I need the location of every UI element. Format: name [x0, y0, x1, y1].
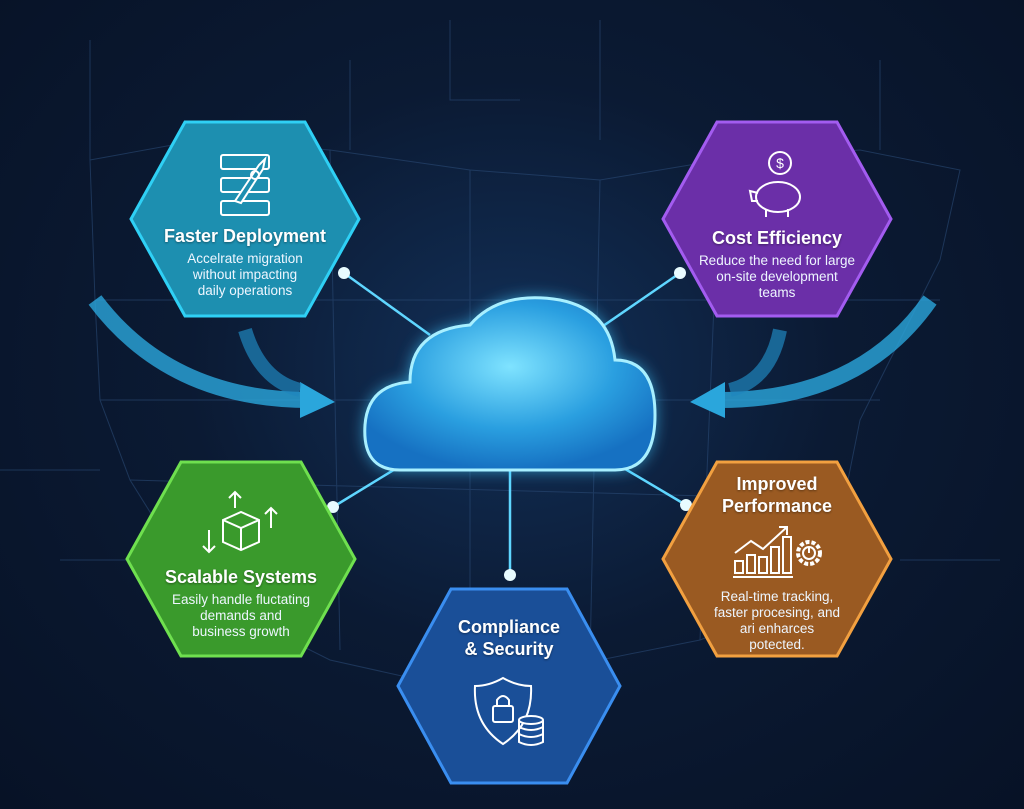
cloud-icon	[363, 296, 657, 472]
box-arrows-icon	[202, 490, 278, 554]
card-scalable-systems: Scalable Systems Easily handle fluctatin…	[125, 460, 357, 658]
card-description: Real-time tracking,faster procesing, and…	[713, 589, 841, 652]
hexagon-shape	[661, 460, 893, 658]
hexagon-shape	[661, 120, 893, 318]
card-title: Faster Deployment	[163, 226, 327, 246]
growth-chart-gear-icon	[733, 526, 822, 578]
hexagon-shape	[125, 460, 357, 658]
piggy-bank-icon: $	[748, 151, 801, 217]
svg-text:$: $	[776, 155, 784, 171]
card-title: Scalable Systems	[164, 567, 318, 587]
connector-nodes	[327, 267, 692, 581]
rocket-server-icon	[220, 154, 270, 216]
hexagon-shape	[396, 587, 622, 785]
hexagon-shape	[129, 120, 361, 318]
card-title: Compliance& Security	[457, 617, 561, 659]
flow-arrows	[88, 295, 937, 418]
shield-lock-database-icon	[473, 676, 544, 746]
card-cost-efficiency: $ Cost Efficiency Reduce the need for la…	[661, 120, 893, 318]
card-compliance-security: Compliance& Security	[396, 587, 622, 785]
card-title: Cost Efficiency	[711, 228, 843, 248]
